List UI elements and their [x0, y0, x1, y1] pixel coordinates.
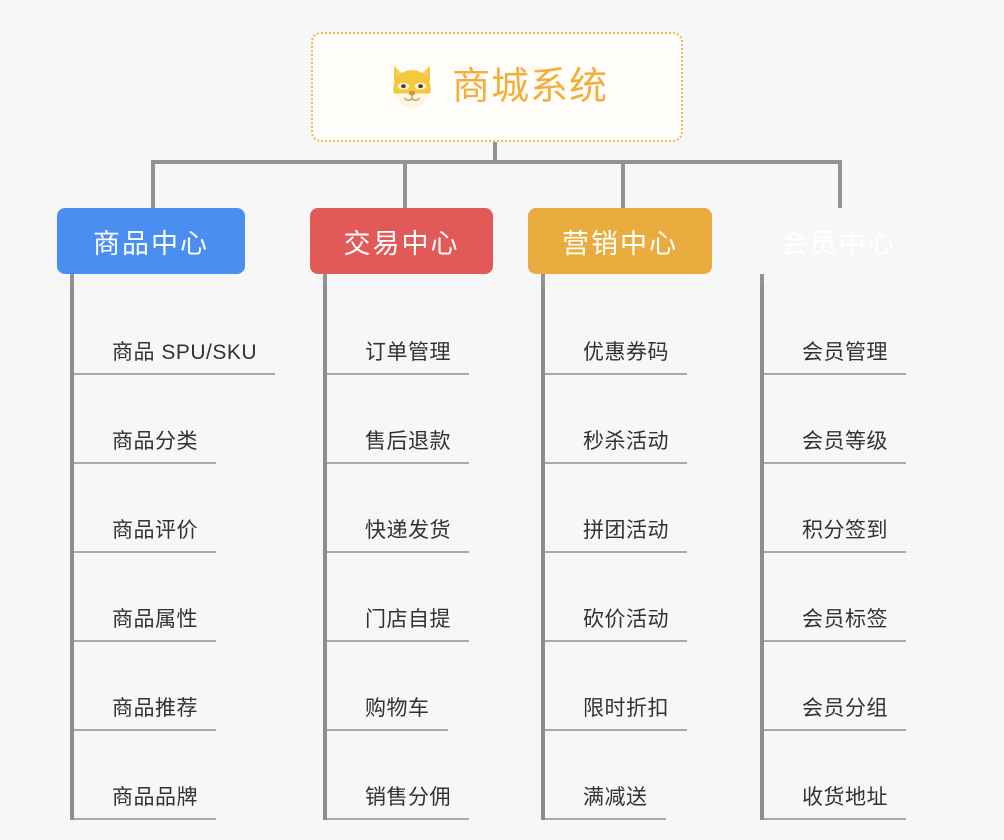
leaf-item[interactable]: 积分签到: [764, 464, 990, 553]
leaf-item-label: 秒杀活动: [545, 425, 687, 464]
leaf-item-label: 商品属性: [74, 603, 216, 642]
leaf-item[interactable]: 商品评价: [74, 464, 300, 553]
connector-drop-3: [621, 160, 625, 208]
leaf-item[interactable]: 砍价活动: [545, 553, 771, 642]
leaf-item[interactable]: 商品 SPU/SKU: [74, 286, 300, 375]
connector-stub-2: [541, 274, 545, 288]
leaf-item[interactable]: 购物车: [327, 642, 553, 731]
leaf-item[interactable]: 会员标签: [764, 553, 990, 642]
leaf-item[interactable]: 快递发货: [327, 464, 553, 553]
leaf-item[interactable]: 商品分类: [74, 375, 300, 464]
category-label-0: 商品中心: [93, 228, 209, 259]
leaf-item[interactable]: 秒杀活动: [545, 375, 771, 464]
leaf-item-label: 售后退款: [327, 425, 469, 464]
leaf-item-label: 会员分组: [764, 692, 906, 731]
leaf-item-label: 会员管理: [764, 336, 906, 375]
leaf-item[interactable]: 会员等级: [764, 375, 990, 464]
leaf-column-2: 优惠券码秒杀活动拼团活动砍价活动限时折扣满减送: [541, 286, 771, 820]
leaf-item-label: 门店自提: [327, 603, 469, 642]
leaf-item[interactable]: 门店自提: [327, 553, 553, 642]
leaf-item-label: 积分签到: [764, 514, 906, 553]
leaf-item[interactable]: 会员分组: [764, 642, 990, 731]
category-box-3[interactable]: 会员中心: [747, 208, 930, 274]
leaf-item[interactable]: 收货地址: [764, 731, 990, 820]
leaf-item[interactable]: 商品品牌: [74, 731, 300, 820]
leaf-item-label: 收货地址: [764, 781, 906, 820]
connector-horizontal-bus: [151, 160, 842, 164]
leaf-item[interactable]: 拼团活动: [545, 464, 771, 553]
leaf-column-3: 会员管理会员等级积分签到会员标签会员分组收货地址: [760, 286, 990, 820]
leaf-item-label: 商品 SPU/SKU: [74, 336, 276, 375]
category-box-2[interactable]: 营销中心: [528, 208, 712, 274]
connector-stub-1: [323, 274, 327, 288]
category-box-0[interactable]: 商品中心: [57, 208, 245, 274]
leaf-item-label: 购物车: [327, 692, 448, 731]
leaf-item[interactable]: 售后退款: [327, 375, 553, 464]
connector-drop-2: [403, 160, 407, 208]
connector-root-stem: [493, 142, 497, 163]
connector-stub-3: [760, 274, 764, 288]
leaf-item[interactable]: 满减送: [545, 731, 771, 820]
leaf-item-label: 商品品牌: [74, 781, 216, 820]
root-title: 商城系统: [451, 66, 608, 108]
connector-drop-1: [151, 160, 155, 208]
leaf-item-label: 商品分类: [74, 425, 216, 464]
leaf-item[interactable]: 商品推荐: [74, 642, 300, 731]
leaf-item-label: 商品推荐: [74, 692, 216, 731]
leaf-item[interactable]: 销售分佣: [327, 731, 553, 820]
leaf-item-label: 拼团活动: [545, 514, 687, 553]
connector-stub-0: [70, 274, 74, 288]
leaf-item-label: 砍价活动: [545, 603, 687, 642]
leaf-item-label: 满减送: [545, 781, 666, 820]
category-box-1[interactable]: 交易中心: [310, 208, 493, 274]
leaf-item-label: 销售分佣: [327, 781, 469, 820]
category-label-3: 会员中心: [780, 228, 897, 259]
leaf-item-label: 限时折扣: [545, 692, 687, 731]
connector-drop-4: [838, 160, 842, 208]
leaf-item[interactable]: 优惠券码: [545, 286, 771, 375]
leaf-item[interactable]: 商品属性: [74, 553, 300, 642]
leaf-item-label: 会员等级: [764, 425, 906, 464]
leaf-column-0: 商品 SPU/SKU 商品分类商品评价商品属性商品推荐商品品牌: [70, 286, 300, 820]
leaf-item-label: 快递发货: [327, 514, 469, 553]
leaf-item-label: 订单管理: [327, 336, 469, 375]
leaf-item-label: 商品评价: [74, 514, 216, 553]
leaf-item[interactable]: 订单管理: [327, 286, 553, 375]
leaf-item[interactable]: 会员管理: [764, 286, 990, 375]
shiba-dog-icon: [393, 65, 431, 109]
leaf-column-1: 订单管理售后退款快递发货门店自提购物车销售分佣: [323, 286, 553, 820]
category-label-1: 交易中心: [343, 228, 460, 259]
leaf-item-label: 会员标签: [764, 603, 906, 642]
category-label-2: 营销中心: [562, 228, 678, 259]
leaf-item[interactable]: 限时折扣: [545, 642, 771, 731]
root-node[interactable]: 商城系统: [311, 32, 683, 142]
leaf-item-label: 优惠券码: [545, 336, 687, 375]
